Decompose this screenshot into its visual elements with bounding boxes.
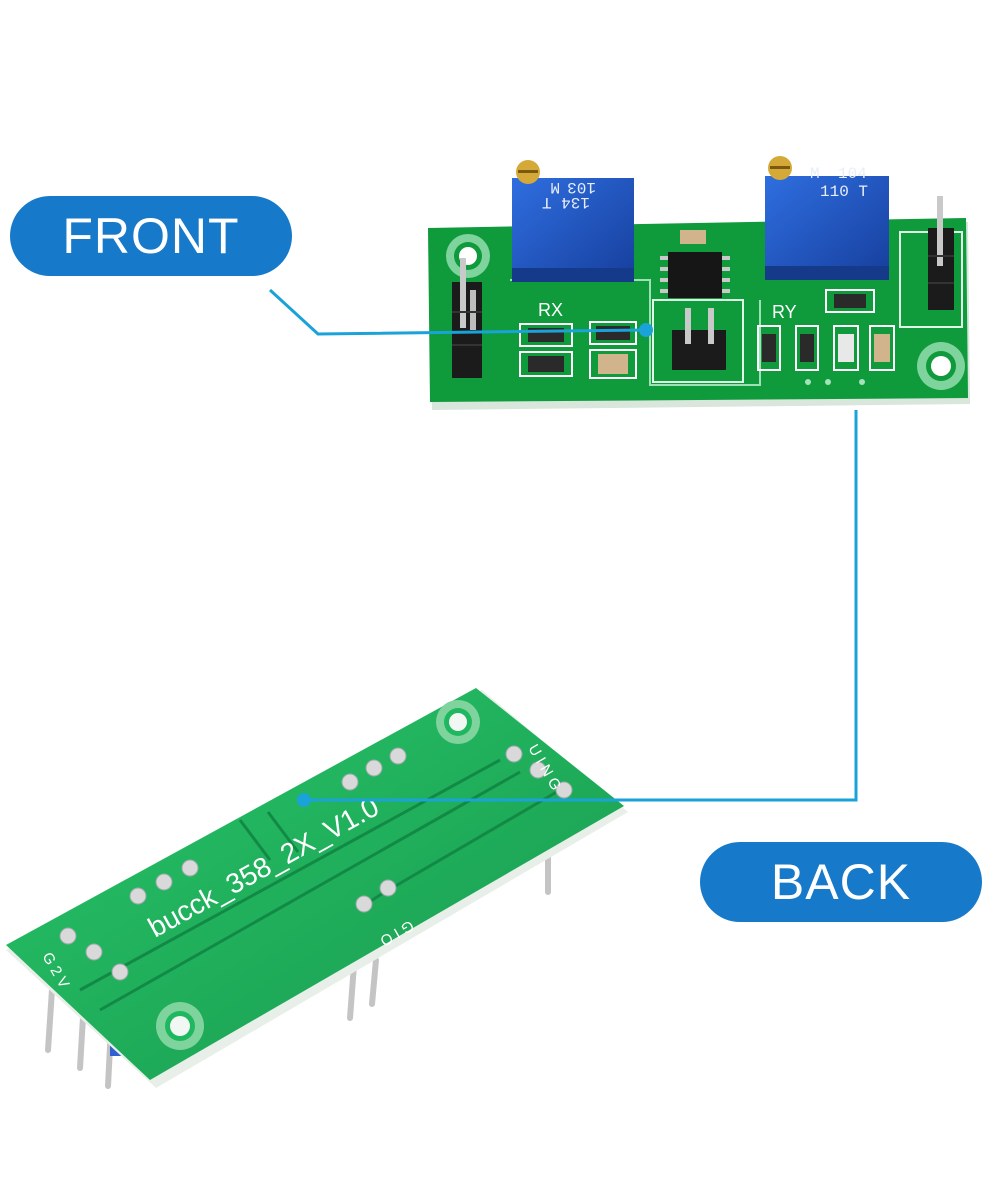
front-label: FRONT <box>10 196 292 276</box>
header-pins-right <box>928 196 954 310</box>
potentiometer-right: M 104 110 T <box>765 156 889 280</box>
pot-left-code: 103 <box>567 178 596 196</box>
pot-right-code: 104 <box>838 165 867 183</box>
back-mounting-hole-top <box>436 700 480 744</box>
back-connector-line <box>297 410 858 807</box>
pot-left-mark: M <box>550 178 560 196</box>
front-connector-line <box>268 288 653 337</box>
capacitor-top <box>680 230 706 244</box>
header-pins-left <box>452 258 482 378</box>
pot-right-turns: 110 T <box>820 183 868 201</box>
back-label: BACK <box>700 842 982 922</box>
jumper-header <box>672 308 726 370</box>
mounting-hole-right <box>917 342 965 390</box>
front-board: 103 134 T M M 104 110 T <box>428 156 970 410</box>
smd-components-left <box>519 321 637 379</box>
silkscreen-rx: RX <box>538 300 563 320</box>
silkscreen-ry: RY <box>772 302 797 322</box>
smd-components-right <box>757 289 895 371</box>
ic-chip <box>660 252 730 298</box>
back-mounting-hole-bottom <box>156 1002 204 1050</box>
potentiometer-left: 103 134 T M <box>512 160 634 282</box>
pot-left-turns: 134 T <box>542 193 590 211</box>
back-solder-pads <box>59 745 573 981</box>
back-board: bucck_358_2X_V1.0 U I N G G I O G 2 V <box>6 688 628 1089</box>
mounting-hole-left <box>446 234 490 278</box>
pot-right-mark: M <box>810 165 820 183</box>
